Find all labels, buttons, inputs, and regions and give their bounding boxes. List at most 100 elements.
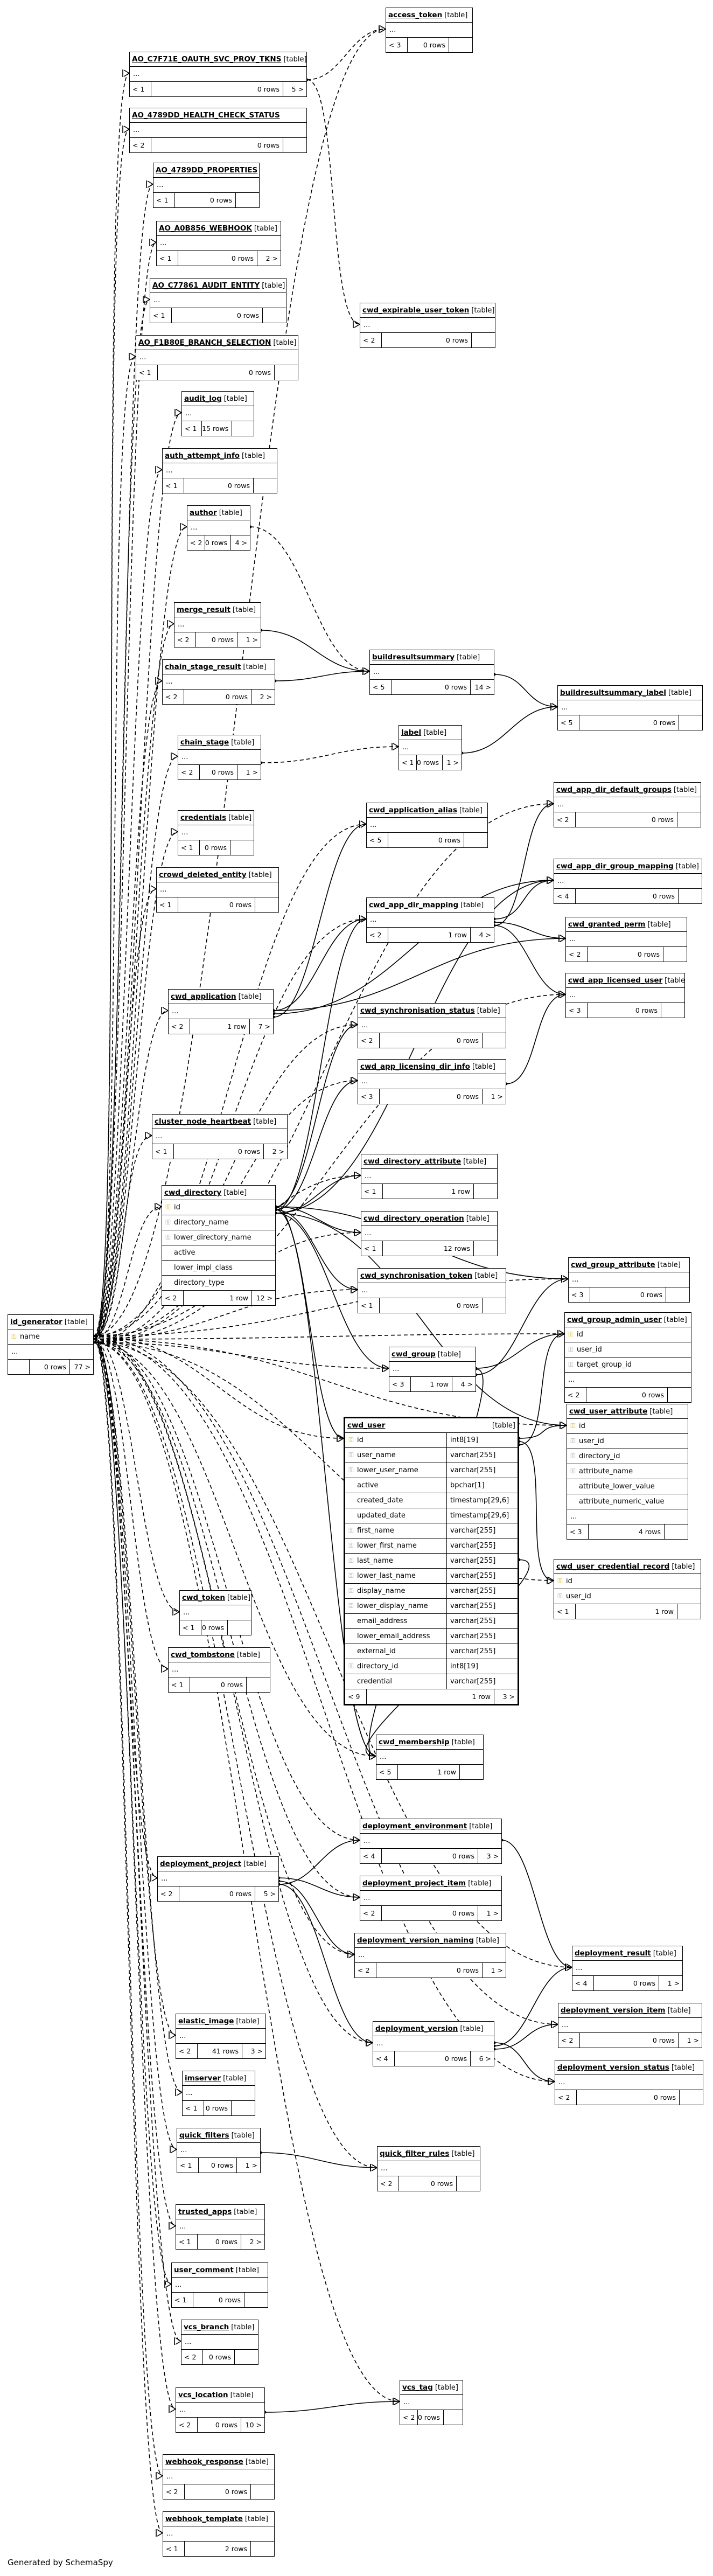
table-name[interactable]: vcs_tag [402, 2383, 433, 2392]
table-name[interactable]: cwd_user [347, 1421, 386, 1430]
table-name[interactable]: cwd_app_dir_mapping [369, 901, 459, 909]
table-name[interactable]: cwd_directory_attribute [364, 1157, 462, 1166]
table-name[interactable]: deployment_result [575, 1949, 651, 1958]
table-name[interactable]: cluster_node_heartbeat [155, 1117, 251, 1126]
table-name[interactable]: cwd_user_attribute [569, 1407, 648, 1416]
column-row[interactable]: ⚿user_id [567, 1434, 688, 1449]
table-name[interactable]: label [401, 728, 422, 737]
table-name[interactable]: cwd_granted_perm [568, 920, 646, 929]
table-name[interactable]: deployment_environment [362, 1822, 467, 1830]
table-name[interactable]: deployment_project_item [362, 1879, 466, 1888]
column-row[interactable]: active [162, 1245, 275, 1261]
column-row[interactable]: ⚿directory_name [162, 1215, 275, 1230]
table-name[interactable]: cwd_application_alias [369, 806, 457, 814]
table-name[interactable]: AO_4789DD_HEALTH_CHECK_STATUS [132, 111, 280, 120]
table-name[interactable]: quick_filters [179, 2131, 229, 2140]
table-name[interactable]: webhook_template [165, 2515, 243, 2523]
column-row[interactable]: ⚿id [162, 1200, 275, 1215]
column-row[interactable]: ⚿user_id [565, 1342, 691, 1357]
table-name[interactable]: crowd_deleted_entity [159, 871, 247, 879]
table-name[interactable]: AO_4789DD_PROPERTIES [156, 166, 258, 175]
table-name[interactable]: user_comment [174, 2266, 234, 2274]
table-name[interactable]: cwd_group [392, 1350, 436, 1359]
table-name[interactable]: trusted_apps [178, 2208, 232, 2216]
table-name[interactable]: deployment_version_item [561, 2006, 666, 2015]
table-name[interactable]: quick_filter_rules [380, 2149, 450, 2158]
column-row[interactable]: ⚿id [565, 1327, 691, 1342]
table-name[interactable]: author [190, 509, 217, 517]
table-name[interactable]: vcs_branch [184, 2323, 229, 2331]
table-name[interactable]: deployment_project [160, 1860, 242, 1868]
column-row[interactable]: attribute_lower_value [567, 1479, 688, 1494]
column-row[interactable]: ⚿user_id [554, 1589, 701, 1604]
column-row[interactable]: lower_impl_class [162, 1261, 275, 1276]
column-row[interactable]: attribute_numeric_value [567, 1494, 688, 1509]
table-ao-c77[interactable]: AO_C7F71E_OAUTH_SVC_PROV_TKNS[table]...<… [129, 52, 307, 97]
table-name[interactable]: AO_A0B856_WEBHOOK [159, 224, 252, 233]
table-name[interactable]: vcs_location [178, 2391, 228, 2399]
table-name[interactable]: deployment_version_naming [357, 1936, 474, 1945]
table-name[interactable]: AO_C77861_AUDIT_ENTITY [152, 281, 260, 290]
table-cwd-user-cred[interactable]: cwd_user_credential_record[table]⚿id⚿use… [554, 1559, 701, 1619]
table-name[interactable]: buildresultsummary [372, 653, 455, 662]
column-row[interactable]: ⚿id [554, 1574, 701, 1589]
column-row[interactable]: ⚿id [567, 1419, 688, 1434]
table-name[interactable]: cwd_application [171, 992, 236, 1001]
table-name[interactable]: access_token [388, 11, 443, 19]
table-name[interactable]: auth_attempt_info [165, 451, 240, 460]
table-name[interactable]: cwd_app_licensed_user [568, 976, 663, 985]
column-row[interactable]: ⚿lower_directory_name [162, 1230, 275, 1245]
column-row[interactable]: ⚿attribute_name [567, 1464, 688, 1479]
table-name[interactable]: cwd_synchronisation_status [360, 1006, 475, 1015]
table-name[interactable]: cwd_app_dir_group_mapping [556, 862, 674, 871]
table-name[interactable]: cwd_synchronisation_token [360, 1271, 473, 1280]
table-name[interactable]: elastic_image [178, 2017, 234, 2025]
table-name[interactable]: cwd_group_admin_user [567, 1315, 662, 1324]
table-name[interactable]: id_generator [10, 1318, 62, 1326]
table-name[interactable]: webhook_response [165, 2457, 243, 2466]
